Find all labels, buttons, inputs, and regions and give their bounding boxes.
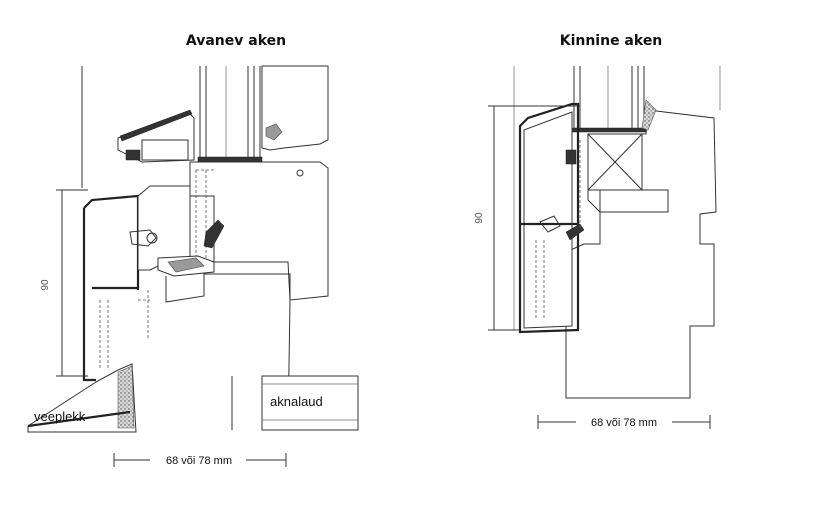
- right-width-dimension: 68 või 78 mm: [537, 415, 711, 429]
- right-height-dimension: 90: [474, 105, 580, 331]
- right-drawing: Kinnine aken: [474, 33, 721, 429]
- hardware: [129, 229, 157, 247]
- inner-seal: [265, 123, 283, 141]
- label-board: aknalaud: [270, 394, 323, 409]
- left-drawing: Avanev aken: [27, 33, 359, 467]
- interior-wall: [165, 273, 291, 431]
- sash-frame: [189, 161, 329, 301]
- fixed-cladding: [518, 102, 580, 334]
- right-height-label: 90: [474, 212, 485, 224]
- glass-unit-fixed: [571, 66, 647, 133]
- right-width-label: 68 või 78 mm: [591, 417, 657, 429]
- left-width-dimension: 68 või 78 mm: [113, 453, 287, 467]
- glass-unit: [197, 66, 263, 163]
- window-board: [261, 375, 359, 431]
- left-height-dimension: 90: [40, 189, 88, 377]
- left-title: Avanev aken: [186, 33, 286, 49]
- left-width-label: 68 või 78 mm: [166, 455, 232, 467]
- right-title: Kinnine aken: [560, 33, 663, 49]
- screw: [296, 169, 304, 177]
- cladding-front: [82, 208, 96, 382]
- label-sill: veeplekk: [34, 409, 86, 424]
- fixed-seal: [641, 99, 657, 131]
- fixed-hardware: [539, 215, 561, 233]
- cladding-top: [83, 194, 140, 290]
- left-height-label: 90: [40, 279, 51, 291]
